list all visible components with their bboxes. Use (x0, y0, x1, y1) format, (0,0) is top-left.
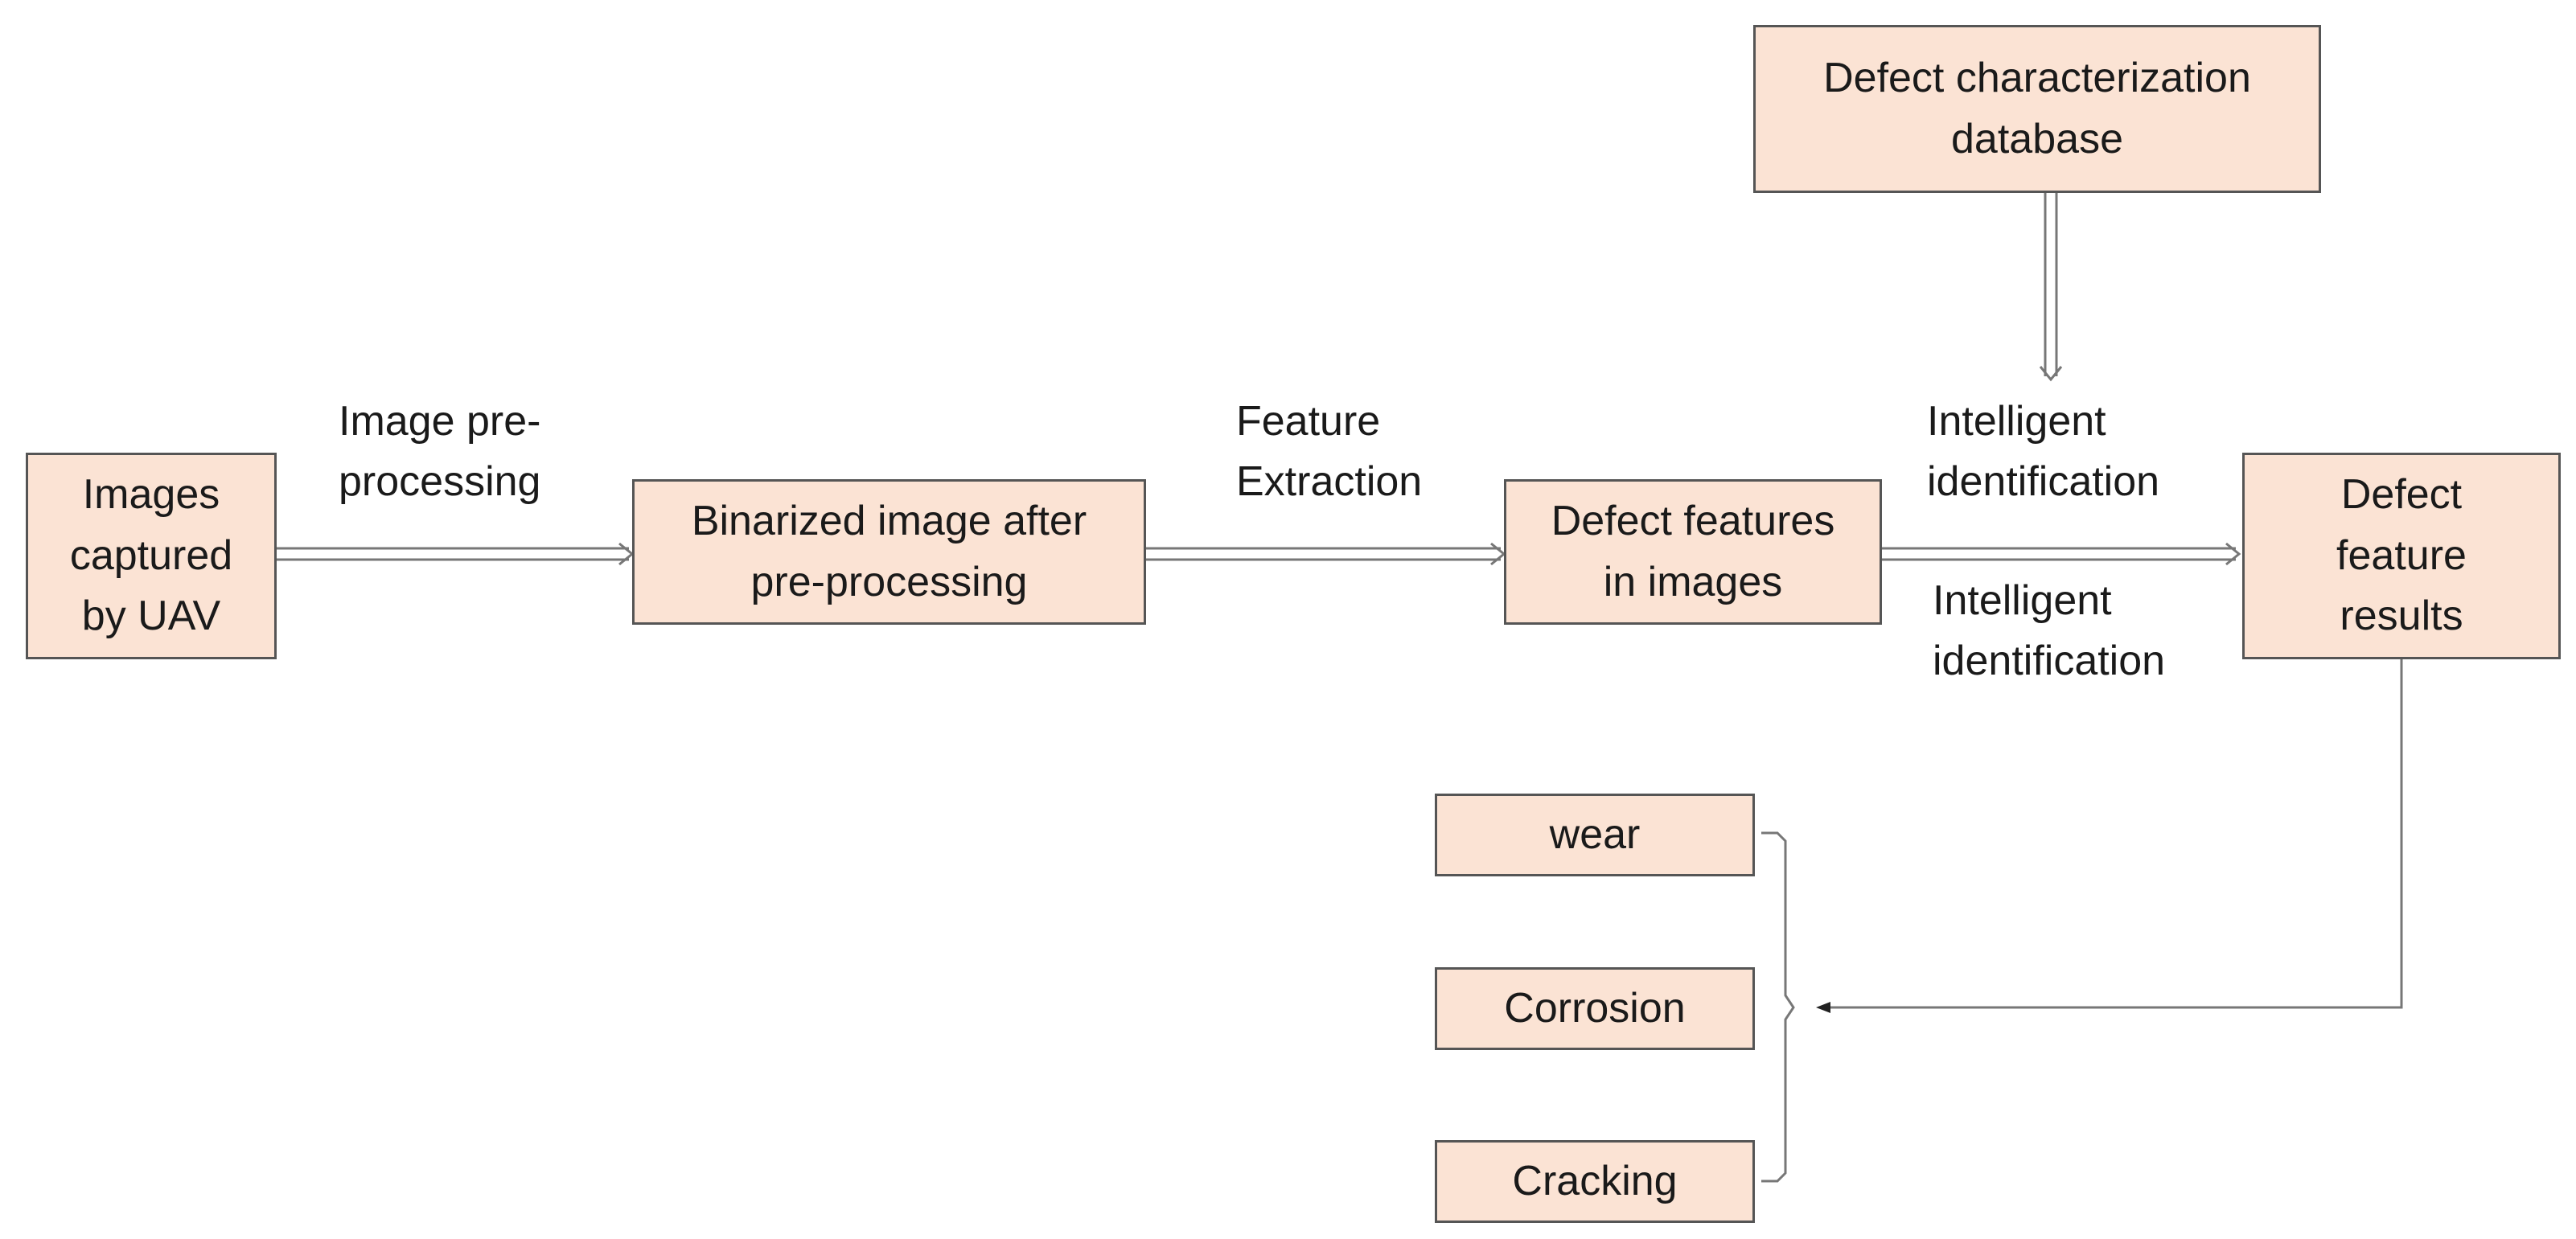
database-text: Defect characterization database (1823, 55, 2251, 162)
defect-results-box: Defect feature results (2242, 453, 2561, 659)
wear-box: wear (1435, 794, 1755, 876)
double-arrow-preprocessing (277, 542, 635, 566)
cracking-box: Cracking (1435, 1140, 1755, 1223)
binarized-image-box: Binarized image after pre-processing (632, 479, 1146, 625)
double-arrow-feature-extraction (1146, 542, 1506, 566)
wear-text: wear (1549, 810, 1641, 858)
defect-features-text: Defect features in images (1551, 498, 1835, 605)
double-arrow-identification (1882, 542, 2241, 566)
cracking-text: Cracking (1512, 1157, 1678, 1204)
feature-extraction-label: Feature Extraction (1236, 398, 1423, 506)
corrosion-box: Corrosion (1435, 967, 1755, 1050)
identification-upper-label: Intelligent identification (1927, 398, 2160, 506)
defect-type-bracket (1761, 831, 1795, 1183)
defect-results-text: Defect feature results (2336, 471, 2467, 640)
images-captured-text: Images captured by UAV (69, 471, 233, 640)
binarized-image-text: Binarized image after pre-processing (691, 498, 1087, 605)
results-connector (1826, 658, 2403, 1009)
results-connector-arrowhead (1816, 1002, 1830, 1013)
corrosion-text: Corrosion (1504, 984, 1686, 1032)
double-arrow-database (2039, 193, 2063, 382)
defect-features-box: Defect features in images (1504, 479, 1882, 625)
database-box: Defect characterization database (1753, 25, 2321, 193)
preprocessing-label: Image pre- processing (339, 398, 541, 506)
images-captured-box: Images captured by UAV (26, 453, 277, 659)
identification-lower-label: Intelligent identification (1933, 577, 2166, 685)
